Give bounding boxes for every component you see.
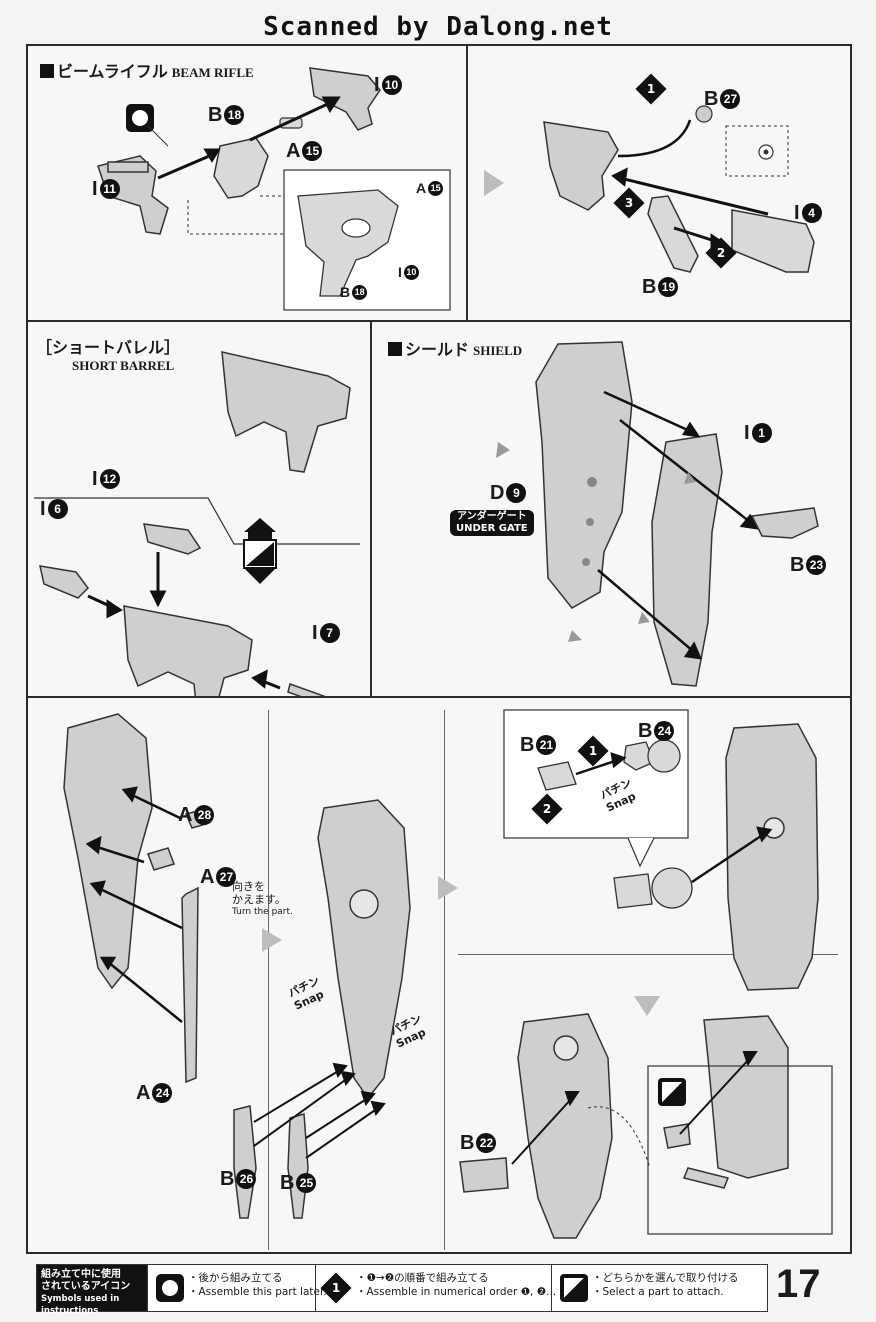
divider-v4 (444, 710, 445, 1250)
select-part-icon (658, 1078, 686, 1106)
shield-back-diagram (63, 709, 833, 1239)
beam-rifle-assembly-diagram (543, 105, 815, 273)
legend-assemble-later: ・後から組み立てる・Assemble this part later. (147, 1265, 327, 1311)
short-barrel-title: ［ショートバレル］ SHORT BARREL (36, 338, 181, 373)
beam-rifle-diagram (97, 67, 451, 311)
divider-v3 (268, 710, 269, 1250)
step-1-badge-shield: 1 (577, 735, 609, 767)
select-legend-icon (560, 1274, 588, 1302)
divider-h2 (28, 696, 850, 698)
page-number: 17 (776, 1262, 821, 1306)
assemble-later-legend-icon (156, 1274, 184, 1302)
legend-select-part: ・どちらかを選んで取り付ける・Select a part to attach. (551, 1265, 768, 1311)
next-arrow (484, 170, 504, 196)
turn-part-note: 向きをかえます。Turn the part. (232, 880, 293, 917)
step-2-badge: 2 (705, 237, 737, 269)
shield-diagram (496, 341, 819, 687)
legend-numerical-order: 1 ・❶→❷の順番で組み立てる・Assemble in numerical or… (315, 1265, 556, 1311)
divider-h1 (28, 320, 850, 322)
step-3-badge: 3 (613, 187, 645, 219)
short-barrel-diagram (34, 351, 360, 696)
watermark: Scanned by Dalong.net (263, 12, 613, 42)
divider-v2 (370, 320, 372, 696)
divider-v1 (466, 46, 468, 320)
step-1-badge: 1 (635, 73, 667, 105)
order-legend-icon: 1 (320, 1272, 352, 1304)
divider-h3 (458, 954, 838, 955)
step-2-badge-shield: 2 (531, 793, 563, 825)
